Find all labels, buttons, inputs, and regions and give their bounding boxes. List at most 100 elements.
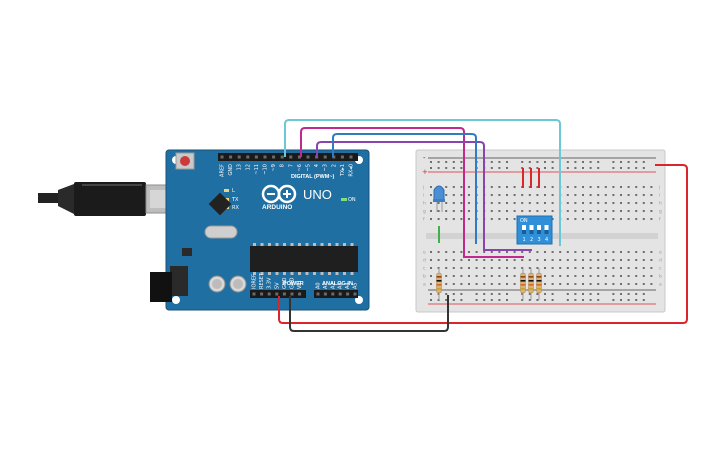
analog-pin[interactable]: [323, 292, 327, 296]
breadboard-hole[interactable]: [627, 218, 630, 220]
breadboard-hole[interactable]: [566, 194, 569, 196]
rail-hole[interactable]: [612, 293, 615, 295]
breadboard-hole[interactable]: [642, 267, 645, 269]
rail-hole[interactable]: [589, 161, 592, 163]
rail-hole[interactable]: [544, 299, 546, 301]
breadboard-hole[interactable]: [468, 259, 470, 261]
breadboard-hole[interactable]: [430, 283, 432, 285]
breadboard-hole[interactable]: [460, 251, 463, 253]
breadboard-hole[interactable]: [544, 275, 546, 277]
breadboard-hole[interactable]: [650, 194, 653, 196]
rail-hole[interactable]: [445, 299, 448, 301]
breadboard-hole[interactable]: [513, 251, 516, 253]
breadboard-hole[interactable]: [582, 194, 584, 196]
breadboard-hole[interactable]: [452, 202, 455, 204]
breadboard-hole[interactable]: [521, 251, 524, 253]
breadboard-hole[interactable]: [642, 210, 645, 212]
breadboard-hole[interactable]: [597, 186, 600, 188]
breadboard-hole[interactable]: [490, 202, 493, 204]
breadboard-hole[interactable]: [574, 218, 577, 220]
breadboard-hole[interactable]: [490, 267, 493, 269]
power-pin[interactable]: [252, 292, 256, 296]
breadboard-hole[interactable]: [642, 186, 645, 188]
breadboard-hole[interactable]: [498, 186, 501, 188]
usb-cable[interactable]: [38, 182, 175, 216]
breadboard-hole[interactable]: [627, 186, 630, 188]
digital-pin[interactable]: [254, 155, 258, 159]
breadboard-hole[interactable]: [650, 259, 653, 261]
breadboard-hole[interactable]: [483, 283, 486, 285]
breadboard-hole[interactable]: [430, 251, 432, 253]
breadboard-hole[interactable]: [612, 283, 615, 285]
power-pin[interactable]: [275, 292, 279, 296]
breadboard-hole[interactable]: [445, 210, 448, 212]
rail-hole[interactable]: [460, 167, 463, 169]
power-pin[interactable]: [260, 292, 264, 296]
breadboard-hole[interactable]: [650, 218, 653, 220]
breadboard-hole[interactable]: [635, 275, 638, 277]
breadboard-hole[interactable]: [460, 210, 463, 212]
breadboard-hole[interactable]: [452, 267, 455, 269]
breadboard-hole[interactable]: [597, 202, 600, 204]
breadboard-hole[interactable]: [627, 259, 630, 261]
breadboard-hole[interactable]: [582, 186, 584, 188]
breadboard-hole[interactable]: [445, 267, 448, 269]
rail-hole[interactable]: [544, 167, 546, 169]
breadboard-hole[interactable]: [528, 194, 531, 196]
breadboard-hole[interactable]: [551, 218, 554, 220]
breadboard-hole[interactable]: [597, 218, 600, 220]
breadboard-hole[interactable]: [498, 194, 501, 196]
breadboard-hole[interactable]: [445, 186, 448, 188]
breadboard-hole[interactable]: [506, 251, 508, 253]
breadboard-hole[interactable]: [490, 259, 493, 261]
breadboard-hole[interactable]: [506, 259, 508, 261]
rail-hole[interactable]: [582, 161, 584, 163]
breadboard-hole[interactable]: [589, 218, 592, 220]
breadboard-hole[interactable]: [597, 283, 600, 285]
breadboard-hole[interactable]: [513, 267, 516, 269]
rail-hole[interactable]: [627, 161, 630, 163]
digital-pin[interactable]: [340, 155, 344, 159]
rail-hole[interactable]: [445, 167, 448, 169]
breadboard-hole[interactable]: [452, 275, 455, 277]
breadboard-hole[interactable]: [445, 251, 448, 253]
breadboard-hole[interactable]: [490, 218, 493, 220]
breadboard-hole[interactable]: [490, 194, 493, 196]
breadboard-hole[interactable]: [612, 251, 615, 253]
breadboard-hole[interactable]: [650, 210, 653, 212]
breadboard-hole[interactable]: [498, 251, 501, 253]
breadboard-hole[interactable]: [521, 202, 524, 204]
breadboard-hole[interactable]: [528, 186, 531, 188]
rail-hole[interactable]: [597, 161, 600, 163]
breadboard-hole[interactable]: [604, 218, 607, 220]
breadboard-hole[interactable]: [536, 186, 539, 188]
breadboard-hole[interactable]: [635, 210, 638, 212]
wire-purple[interactable]: [316, 141, 532, 251]
digital-pin[interactable]: [297, 155, 301, 159]
breadboard-hole[interactable]: [635, 202, 638, 204]
rail-hole[interactable]: [551, 293, 554, 295]
breadboard-hole[interactable]: [521, 194, 524, 196]
breadboard-hole[interactable]: [430, 267, 432, 269]
breadboard-hole[interactable]: [460, 186, 463, 188]
analog-pin[interactable]: [331, 292, 335, 296]
rail-hole[interactable]: [612, 299, 615, 301]
rail-hole[interactable]: [642, 299, 645, 301]
breadboard-hole[interactable]: [642, 251, 645, 253]
breadboard-hole[interactable]: [506, 210, 508, 212]
digital-pin[interactable]: [349, 155, 353, 159]
breadboard-hole[interactable]: [582, 218, 584, 220]
breadboard-hole[interactable]: [536, 267, 539, 269]
breadboard-hole[interactable]: [468, 210, 470, 212]
breadboard-hole[interactable]: [513, 283, 516, 285]
breadboard-hole[interactable]: [468, 283, 470, 285]
breadboard-hole[interactable]: [642, 275, 645, 277]
digital-pin[interactable]: [289, 155, 293, 159]
rail-hole[interactable]: [612, 161, 615, 163]
breadboard-hole[interactable]: [612, 275, 615, 277]
dip-toggle-3[interactable]: [537, 225, 541, 234]
rail-hole[interactable]: [589, 167, 592, 169]
breadboard-hole[interactable]: [513, 210, 516, 212]
breadboard-hole[interactable]: [650, 275, 653, 277]
